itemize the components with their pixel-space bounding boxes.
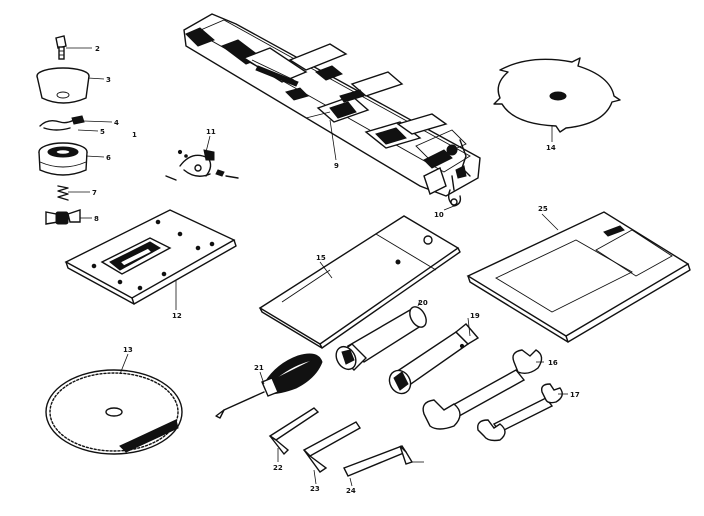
part-washer [39,115,85,131]
part-bracket [165,149,239,181]
callout-25: 25 [538,205,548,213]
callout-22: 22 [273,464,283,472]
part-wrench-large [422,349,543,430]
part-socket-wrench-large [335,306,427,371]
callout-17: 17 [570,391,580,399]
callout-11: 11 [206,128,216,136]
part-wrench-small [477,383,563,442]
part-saw-blade [45,369,183,455]
part-spool-hub [38,142,88,176]
callout-21: 21 [254,364,264,372]
part-hex-key-small [268,407,320,456]
callout-19: 19 [470,312,480,320]
callout-10: 10 [434,211,444,219]
part-shaft-guard [183,13,481,197]
callout-labels: 1 2 3 4 5 6 7 8 9 10 11 12 13 14 15 16 1… [92,45,580,495]
callout-23: 23 [310,485,320,493]
callout-20: 20 [418,299,428,307]
callout-16: 16 [548,359,558,367]
part-box-wrench [388,323,480,395]
callout-3: 3 [106,76,111,84]
callout-9: 9 [334,162,339,170]
leader-lines [66,47,568,487]
callout-6: 6 [106,154,111,162]
part-brush-blade [493,57,621,133]
part-screwdriver [215,353,323,419]
part-bolt [55,35,67,60]
callout-2: 2 [95,45,100,53]
callout-15: 15 [316,254,326,262]
callout-8: 8 [94,215,99,223]
callout-14: 14 [546,144,556,152]
callout-24: 24 [346,487,356,495]
callout-1: 1 [132,131,137,139]
part-guard-plate [258,215,461,349]
callout-5: 5 [100,128,105,136]
part-hex-key-large [343,445,414,477]
part-cover-cup [36,67,90,104]
callout-7: 7 [92,189,97,197]
part-base-plate [64,209,237,305]
part-manual [466,211,691,343]
callout-13: 13 [123,346,133,354]
part-spring [57,185,69,201]
callout-12: 12 [172,312,182,320]
callout-4: 4 [114,119,119,127]
part-wing-nut [45,209,81,225]
part-hex-key-medium [302,421,362,473]
